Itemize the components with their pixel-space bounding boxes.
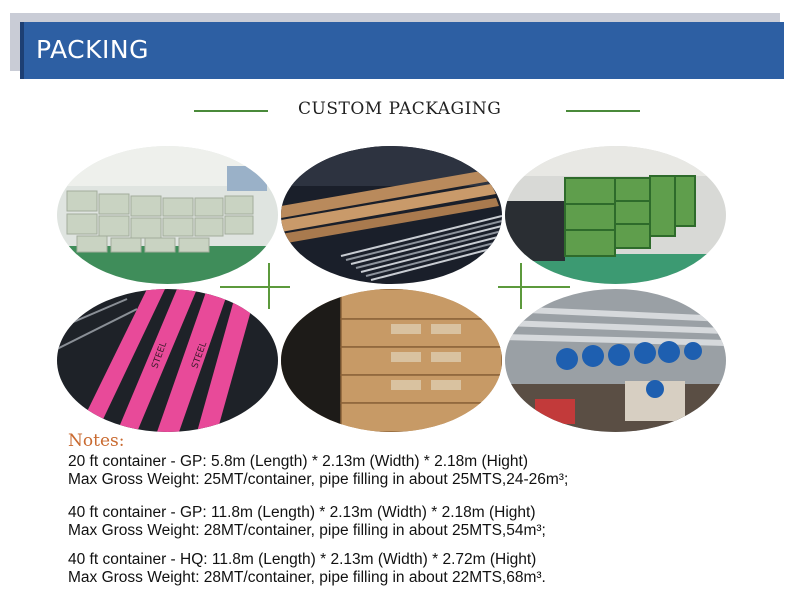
pink-wrapped-bundles-photo: STEEL STEEL xyxy=(57,289,278,432)
note-line-1: 20 ft container - GP: 5.8m (Length) * 2.… xyxy=(68,453,529,470)
note-line-6: Max Gross Weight: 28MT/container, pipe f… xyxy=(68,569,546,586)
paper-tube-wrapped-pipes-photo xyxy=(281,146,502,284)
plus-sign-right-vertical xyxy=(520,263,522,309)
section-title: CUSTOM PACKAGING xyxy=(298,99,502,119)
green-wooden-crates-photo xyxy=(505,146,726,284)
plus-sign-right xyxy=(498,286,570,288)
header-banner: PACKING xyxy=(20,22,784,79)
note-line-3: 40 ft container - GP: 11.8m (Length) * 2… xyxy=(68,504,536,521)
bundles-in-plastic-wrap-photo xyxy=(57,146,278,284)
right-divider-line xyxy=(566,110,640,112)
plus-sign-left-vertical xyxy=(268,263,270,309)
note-line-4: Max Gross Weight: 28MT/container, pipe f… xyxy=(68,522,546,539)
page-title: PACKING xyxy=(36,35,149,64)
plus-sign-left xyxy=(220,286,290,288)
note-line-5: 40 ft container - HQ: 11.8m (Length) * 2… xyxy=(68,551,537,568)
blue-capped-pipes-photo xyxy=(505,289,726,432)
carton-boxes-photo xyxy=(281,289,502,432)
notes-title: Notes: xyxy=(68,431,125,451)
note-line-2: Max Gross Weight: 25MT/container, pipe f… xyxy=(68,471,569,488)
left-divider-line xyxy=(194,110,268,112)
